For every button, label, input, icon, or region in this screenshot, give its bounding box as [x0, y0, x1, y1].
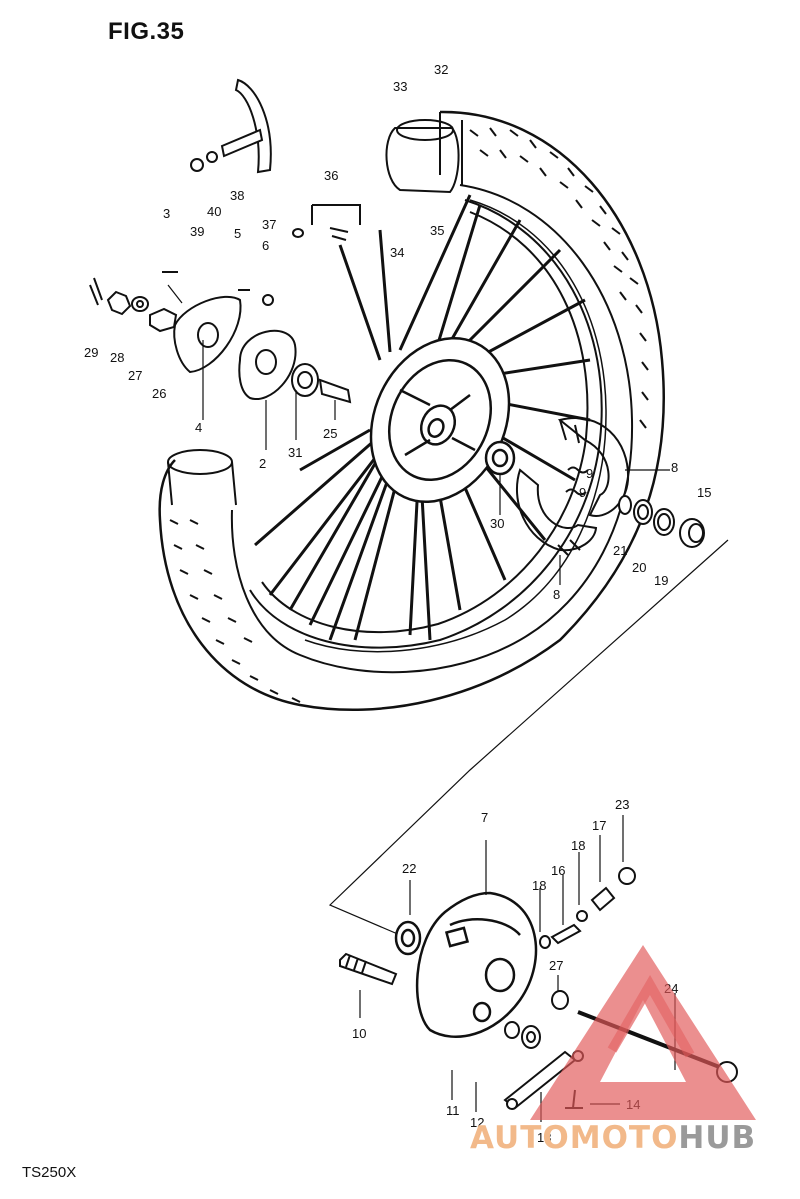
callout-23: 23	[615, 797, 629, 812]
callout-35: 35	[430, 223, 444, 238]
callout-34: 34	[390, 245, 404, 260]
callout-25: 25	[323, 426, 337, 441]
figure-title: FIG.35	[108, 18, 185, 45]
svg-text:AUTOMOTOHUB: AUTOMOTOHUB	[470, 1120, 756, 1156]
callout-30: 30	[490, 516, 504, 531]
callout-32: 32	[434, 62, 448, 77]
watermark-logo	[530, 945, 756, 1120]
right-side-parts	[618, 495, 705, 548]
callout-19: 19	[654, 573, 668, 588]
callout-18-a: 18	[571, 838, 585, 853]
callout-31: 31	[288, 445, 302, 460]
callout-11: 11	[446, 1103, 460, 1118]
callout-12: 12	[470, 1115, 484, 1130]
leader-lines	[167, 284, 729, 936]
callout-8-upper: 8	[671, 460, 678, 475]
callout-16: 16	[551, 863, 565, 878]
callout-40: 40	[207, 204, 221, 219]
callout-17: 17	[592, 818, 606, 833]
callout-38: 38	[230, 188, 244, 203]
brake-shoes	[515, 417, 630, 556]
callout-26: 26	[152, 386, 166, 401]
callout-5: 5	[234, 226, 241, 241]
callout-20: 20	[632, 560, 646, 575]
rim-tube	[385, 119, 460, 194]
callout-4: 4	[195, 420, 202, 435]
callout-37: 37	[262, 217, 276, 232]
callout-3: 3	[163, 206, 170, 221]
hub	[369, 336, 516, 504]
callout-labels: 32 33 34 35 36 37 38 39 40 3 5 6 29 28 2…	[84, 62, 711, 1145]
callout-18-b: 18	[532, 878, 546, 893]
callout-22: 22	[402, 861, 416, 876]
watermark-moto: MOTO	[570, 1120, 679, 1156]
callout-33: 33	[393, 79, 407, 94]
callout-39: 39	[190, 224, 204, 239]
callout-28: 28	[110, 350, 124, 365]
callout-10: 10	[352, 1026, 366, 1041]
callout-15: 15	[697, 485, 711, 500]
callout-36: 36	[324, 168, 338, 183]
spokes	[254, 194, 591, 641]
model-label: TS250X	[22, 1164, 77, 1181]
speedo-parts	[190, 78, 361, 241]
front-tire	[158, 110, 666, 711]
callout-7: 7	[481, 810, 488, 825]
callout-8-lower: 8	[553, 587, 560, 602]
callout-6: 6	[262, 238, 269, 253]
watermark-hub: HUB	[678, 1120, 756, 1156]
callout-9-a: 9	[586, 466, 593, 481]
left-side-parts	[89, 271, 352, 404]
brake-panel	[394, 891, 538, 1038]
callout-21: 21	[613, 543, 627, 558]
callout-13: 13	[537, 1130, 551, 1145]
callout-9-b: 9	[579, 485, 586, 500]
callout-27-lower: 27	[549, 958, 563, 973]
watermark-wordmark: AUTOMOTOHUB	[470, 1120, 756, 1156]
watermark-triangle-icon	[530, 945, 756, 1120]
rim	[249, 199, 603, 649]
callout-27: 27	[128, 368, 142, 383]
callout-2: 2	[259, 456, 266, 471]
callout-29: 29	[84, 345, 98, 360]
watermark-auto: AUTO	[470, 1120, 570, 1156]
